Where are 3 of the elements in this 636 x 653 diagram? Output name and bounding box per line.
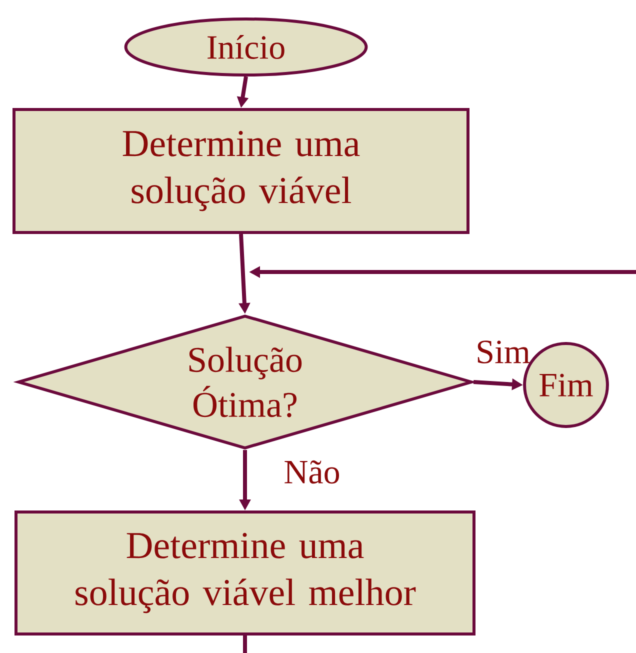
edge-label: Não <box>284 460 340 484</box>
process-box: Determine uma solução viável melhor <box>14 510 476 636</box>
process-box: Determine uma solução viável <box>12 108 470 234</box>
